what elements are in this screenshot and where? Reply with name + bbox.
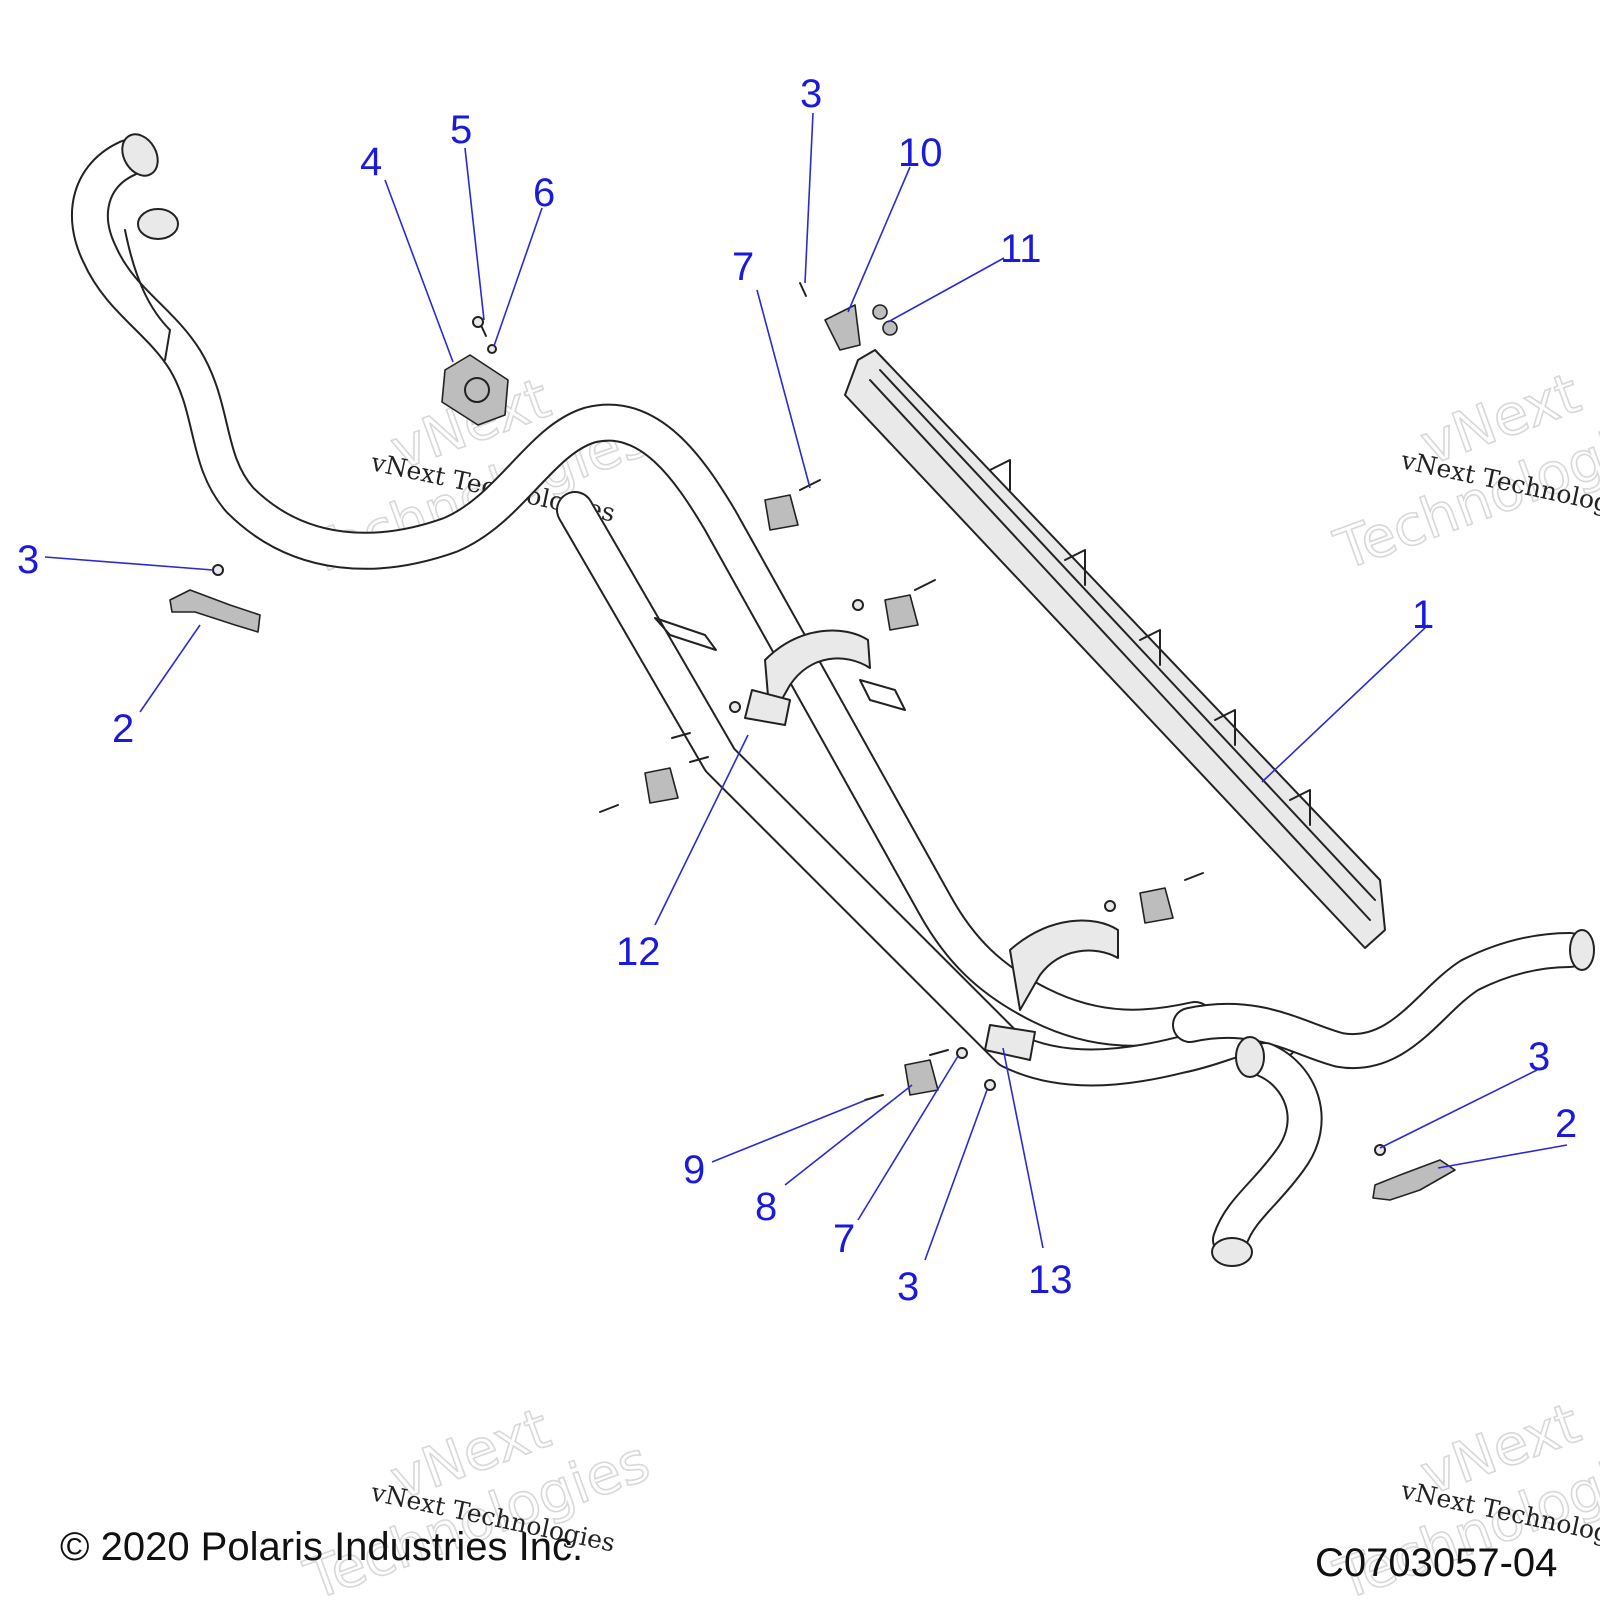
bracket-right-icon [1372,1159,1456,1201]
hose-fitting-icon [137,208,179,240]
screw-icon [671,732,691,739]
push-pin-icon [212,564,224,576]
callout-7: 7 [732,245,754,289]
clip-icon [1139,887,1174,924]
drawing-number: C0703057-04 [1315,1541,1557,1585]
callout-9: 9 [683,1148,705,1192]
fasteners [212,282,1386,1156]
hose-clamp-icon [1569,929,1595,971]
callout-3: 3 [897,1265,919,1309]
leader-lines [44,112,1568,1261]
clip-icon [904,1059,939,1096]
rail-channel [844,349,1386,949]
nut-icon [984,1079,996,1091]
screw-icon [864,1094,884,1101]
tube-brackets [169,589,1456,1201]
callout-1: 1 [1412,593,1434,637]
band-strap-lower [984,919,1119,1061]
band-strap-upper [744,629,871,726]
callout-12: 12 [616,930,661,974]
callout-8: 8 [755,1185,777,1229]
callout-2: 2 [112,707,134,751]
lower-coolant-tube [556,491,1299,1087]
watermark-bottom-left: vNext Technologies vNext Technologies [296,1395,659,1600]
callout-13: 13 [1028,1258,1073,1302]
callout-11: 11 [1000,227,1042,271]
bracket-icon [824,304,861,351]
callout-2: 2 [1555,1102,1577,1146]
nut-icon [956,1047,968,1059]
clip-icon [884,594,919,631]
hose-clamp-icon [1211,1237,1253,1267]
callout-3: 3 [17,538,39,582]
tube-coupler-icon [1235,1036,1265,1078]
callout-7: 7 [833,1217,855,1261]
nut-icon [852,599,864,611]
nut-icon [729,701,741,713]
watermark-top-right: vNext Technologies vNext Technologies [1326,360,1600,584]
screw-head-icon [472,316,484,328]
right-coolant-tube [1172,929,1595,1267]
screw-icon [799,282,807,297]
copyright-text: © 2020 Polaris Industries Inc. [60,1525,583,1569]
screw-icon [914,579,936,591]
clamp-assembly [441,354,509,426]
bracket-left-icon [169,589,261,633]
screw-icon [1184,872,1204,881]
callout-5: 5 [450,108,472,152]
callout-4: 4 [360,140,382,184]
callout-10: 10 [898,131,943,175]
callouts: 1 2 2 3 3 3 3 4 5 6 7 7 8 9 10 11 12 13 [17,72,1577,1309]
left-coolant-tube [70,133,1214,1047]
screw-icon [599,804,619,813]
callout-3: 3 [800,72,822,116]
clip-icon [644,767,679,804]
hose-clips [644,304,1174,1096]
nut-icon [487,344,497,354]
grommet-icon [882,320,898,336]
grommet-icon [872,304,888,320]
screw-icon [929,1049,949,1056]
nut-icon [1104,900,1116,912]
screw-icon [689,756,709,763]
hose-clamp-icon [121,133,159,177]
callout-6: 6 [533,171,555,215]
callout-3: 3 [1528,1035,1550,1079]
clip-icon [764,494,799,531]
